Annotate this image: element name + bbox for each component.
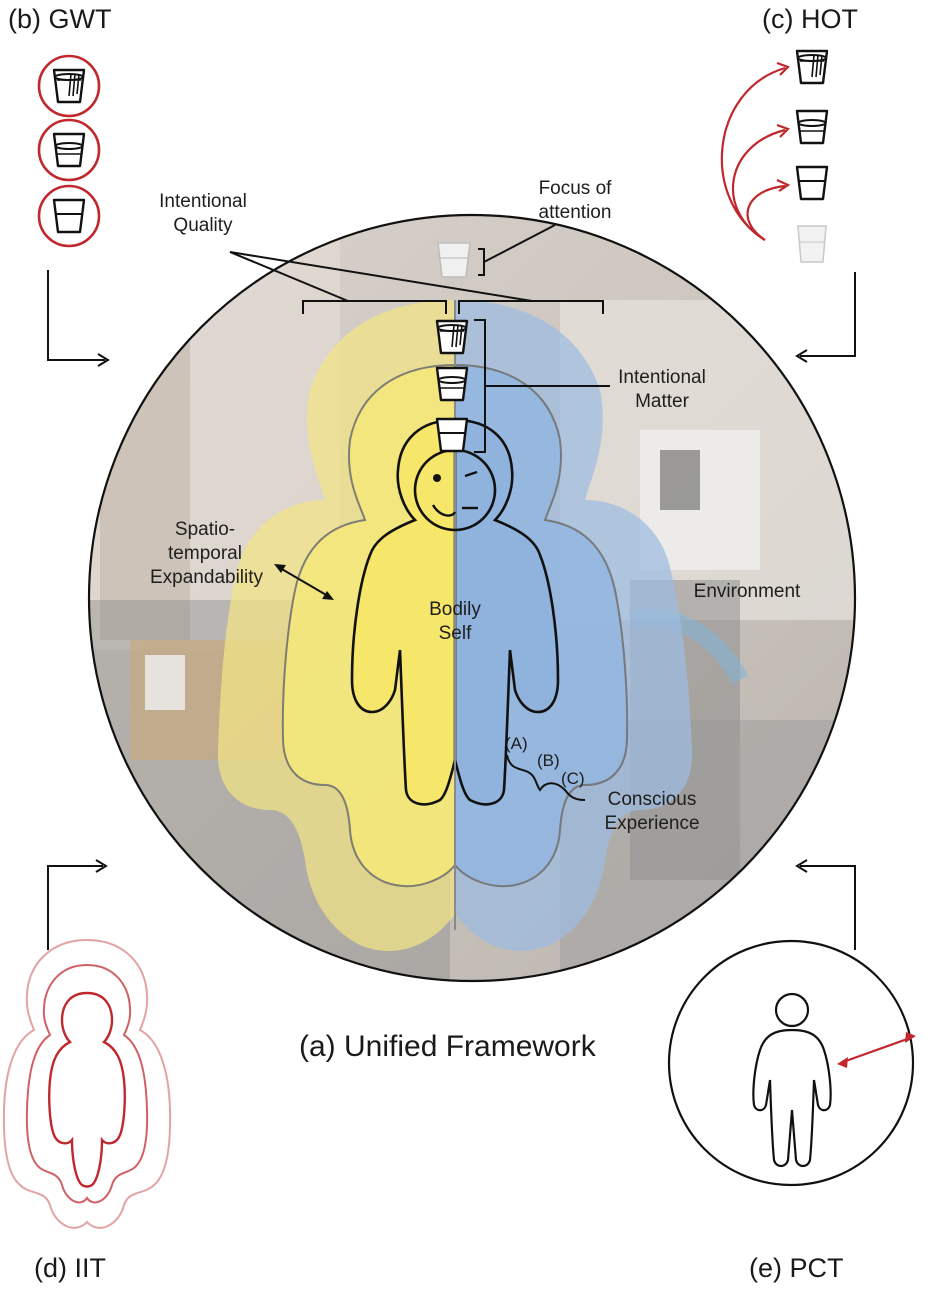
iit-panel bbox=[2, 859, 172, 1229]
spatiotemporal-arrow bbox=[274, 564, 334, 600]
bodily-self-label: Bodily Self bbox=[429, 599, 481, 644]
iit-title: (d) IIT bbox=[34, 1253, 106, 1283]
conscious-experience-brace bbox=[506, 754, 586, 801]
environment-label: Environment bbox=[693, 581, 801, 602]
focus-glass-icon bbox=[437, 224, 556, 278]
intentional-quality-label: Intentional Quality bbox=[159, 191, 247, 236]
gwt-panel bbox=[37, 54, 110, 367]
layer-b-label: (B) bbox=[537, 751, 560, 770]
unified-framework-title: (a) Unified Framework bbox=[299, 1030, 596, 1063]
layer-c-label: (C) bbox=[561, 769, 585, 788]
pct-panel bbox=[667, 859, 916, 1187]
gwt-title: (b) GWT bbox=[8, 4, 112, 34]
intentional-matter-label: Intentional Matter bbox=[618, 367, 706, 412]
spatiotemporal-label: Spatio- temporal Expandability bbox=[150, 519, 264, 588]
hot-panel bbox=[720, 49, 856, 363]
hot-title: (c) HOT bbox=[762, 4, 858, 34]
intentional-matter-glasses bbox=[435, 319, 610, 453]
focus-of-attention-label: Focus of attention bbox=[538, 178, 612, 223]
layer-a-label: (A) bbox=[505, 734, 528, 753]
pct-title: (e) PCT bbox=[749, 1253, 844, 1283]
intentional-quality-brackets bbox=[229, 251, 604, 314]
conscious-experience-label: Conscious Experience bbox=[604, 789, 700, 834]
conscious-experience-layers bbox=[217, 300, 693, 951]
